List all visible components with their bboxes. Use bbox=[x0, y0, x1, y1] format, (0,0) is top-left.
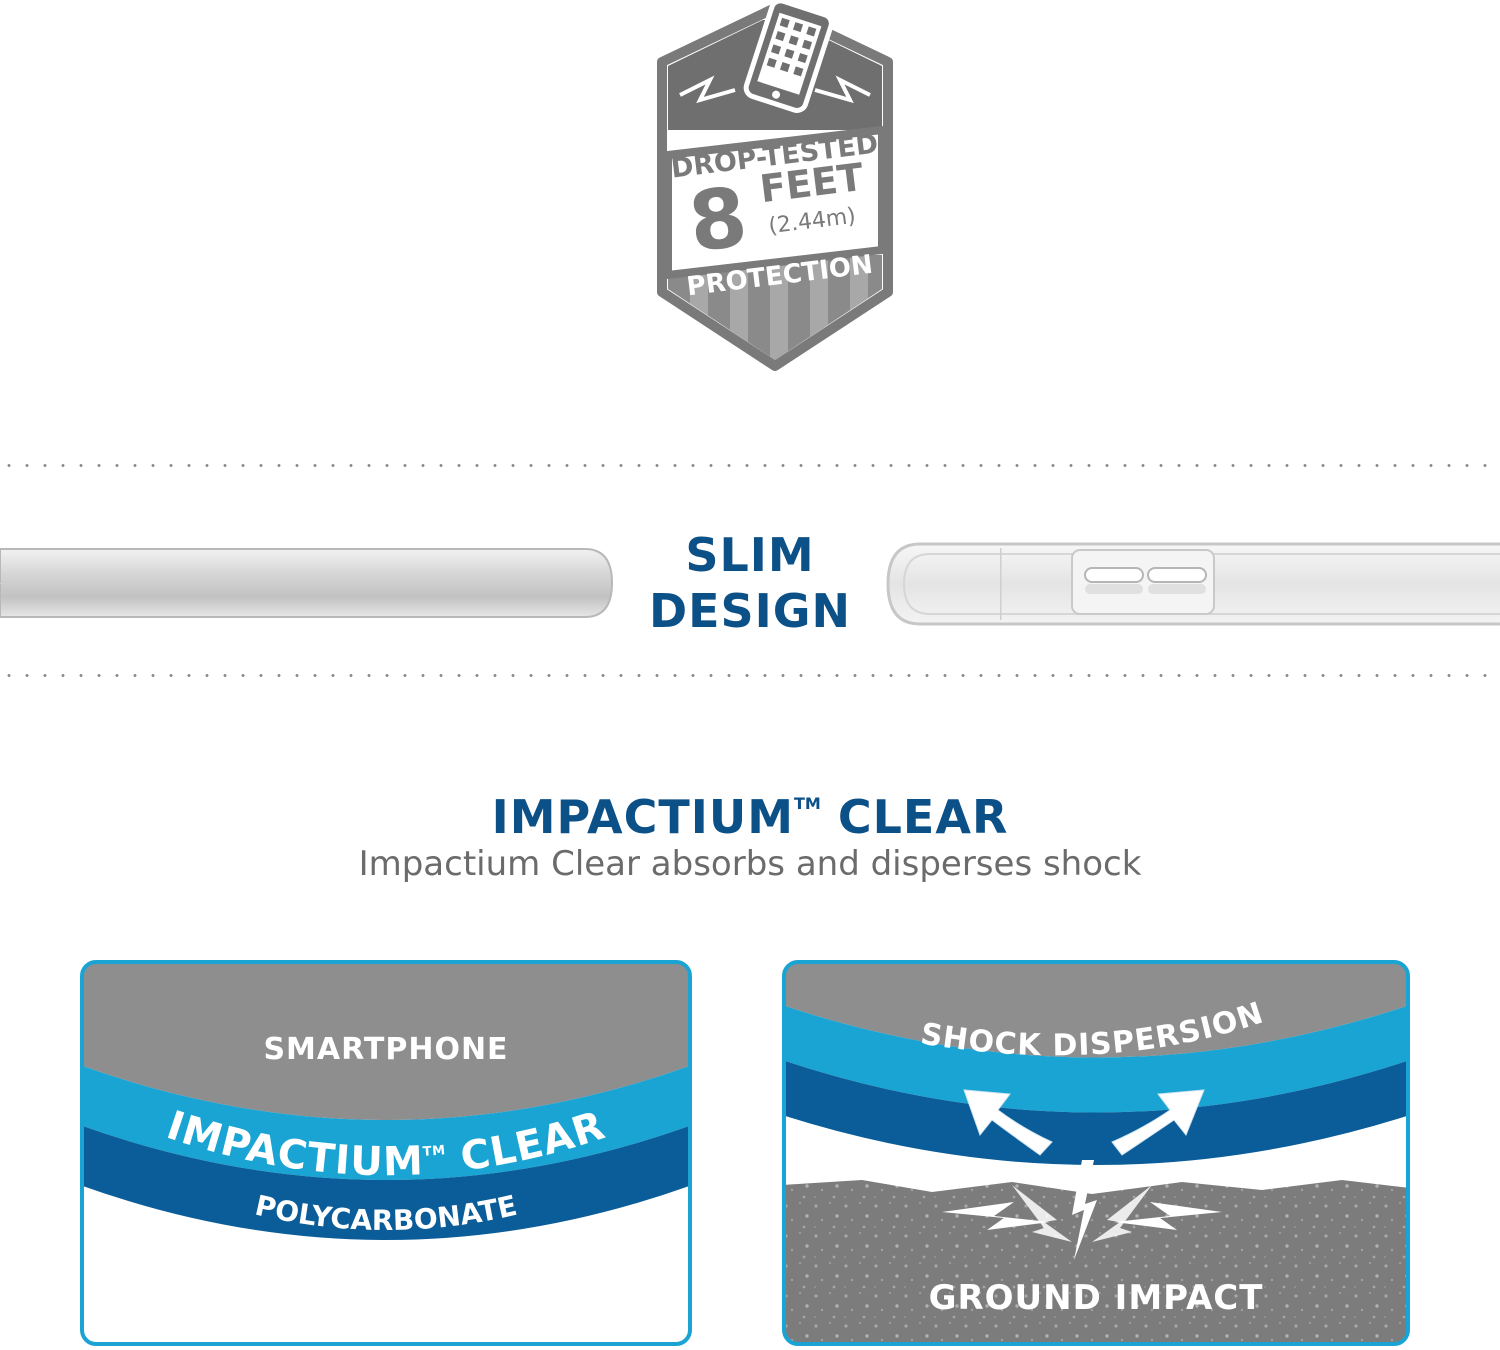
impact-bolts-icon bbox=[942, 1160, 1222, 1260]
badge-number: 8 bbox=[684, 170, 752, 271]
divider-bottom bbox=[0, 674, 1500, 677]
impactium-title: IMPACTIUMTM CLEAR bbox=[491, 790, 1009, 844]
phone-icon bbox=[743, 0, 834, 113]
smartphone-label: SMARTPHONE bbox=[263, 1032, 509, 1067]
clear-case-image bbox=[886, 542, 1500, 626]
slim-design-line2: DESIGN bbox=[648, 584, 852, 638]
impact-lines-icon bbox=[679, 75, 871, 104]
dispersion-arrow-right-icon bbox=[1111, 1089, 1205, 1156]
phone-edge-image bbox=[0, 548, 614, 618]
shock-dispersion-panel: SHOCK DISPERSION GROUND IMPACT bbox=[782, 960, 1410, 1346]
divider-top bbox=[0, 464, 1500, 467]
impactium-subtitle: Impactium Clear absorbs and disperses sh… bbox=[358, 844, 1142, 884]
drop-tested-badge: DROP-TESTED 8 FEET (2.44m) PROTECTION bbox=[657, 0, 893, 371]
layers-diagram-panel: SMARTPHONE IMPACTIUMTM CLEAR POLYCARBONA… bbox=[80, 960, 692, 1346]
polycarbonate-band-label: POLYCARBONATE bbox=[252, 1189, 520, 1237]
slim-design-line1: SLIM bbox=[685, 528, 815, 582]
dispersion-arrow-left-icon bbox=[963, 1089, 1053, 1156]
impactium-band-label: IMPACTIUMTM CLEAR bbox=[161, 1102, 610, 1185]
ground-impact-label: GROUND IMPACT bbox=[928, 1278, 1264, 1318]
